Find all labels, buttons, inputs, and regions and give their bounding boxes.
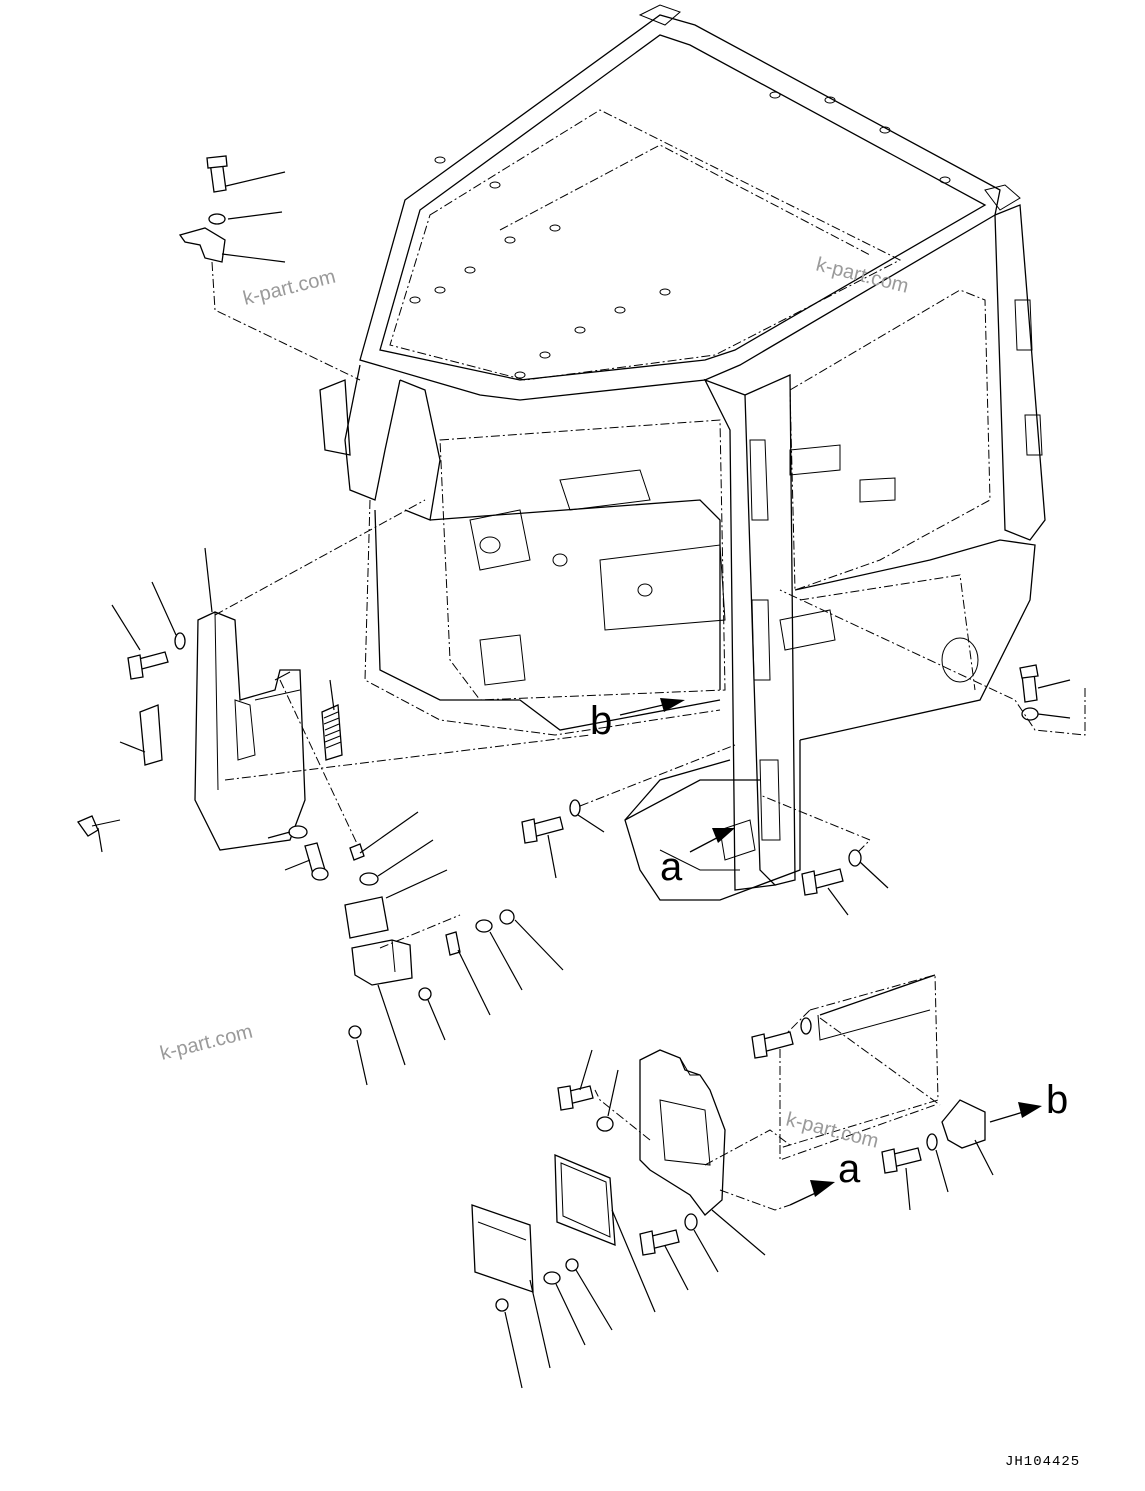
right-bolt-group bbox=[521, 589, 1086, 916]
upper-bracket-assembly bbox=[178, 155, 361, 381]
view-ref-b-upper: b bbox=[590, 698, 685, 743]
view-ref-a-lower: a bbox=[789, 1147, 861, 1206]
bracket-top bbox=[178, 227, 226, 263]
view-ref-b-lower: b bbox=[989, 1078, 1068, 1123]
left-cover-assembly bbox=[77, 499, 591, 881]
cab-frame bbox=[319, 4, 1046, 901]
watermark-4: k-part.com bbox=[784, 1109, 881, 1153]
bolt-top bbox=[206, 155, 228, 193]
watermark-2: k-part.com bbox=[814, 254, 911, 298]
plate-upper bbox=[344, 896, 389, 939]
bracket-right bbox=[941, 1099, 986, 1149]
ref-label-b: b bbox=[590, 699, 612, 743]
washer-mid bbox=[288, 825, 308, 839]
cover-plate-lower bbox=[471, 1204, 534, 1293]
ref-label-a-lower: a bbox=[838, 1147, 861, 1191]
washer-center bbox=[359, 872, 379, 886]
watermark-3: k-part.com bbox=[158, 1021, 255, 1065]
watermark-1: k-part.com bbox=[241, 266, 338, 310]
lower-cover-panel bbox=[639, 1049, 726, 1216]
center-plate-assembly bbox=[344, 811, 564, 1086]
view-ref-a-upper: a bbox=[660, 828, 735, 889]
washer-left bbox=[174, 632, 186, 650]
ref-label-a: a bbox=[660, 845, 683, 889]
left-cover-panel bbox=[194, 611, 306, 851]
washer-top bbox=[208, 213, 226, 225]
gasket bbox=[554, 1154, 616, 1246]
drawing-code: JH104425 bbox=[1005, 1454, 1080, 1470]
clip bbox=[349, 843, 365, 861]
screw-left bbox=[77, 815, 99, 837]
rubber-seal bbox=[321, 704, 343, 761]
cover-plate-small bbox=[139, 704, 163, 766]
ref-label-b-lower: b bbox=[1046, 1078, 1068, 1122]
lower-cover-assembly bbox=[471, 974, 994, 1389]
bolt-left bbox=[127, 651, 169, 680]
